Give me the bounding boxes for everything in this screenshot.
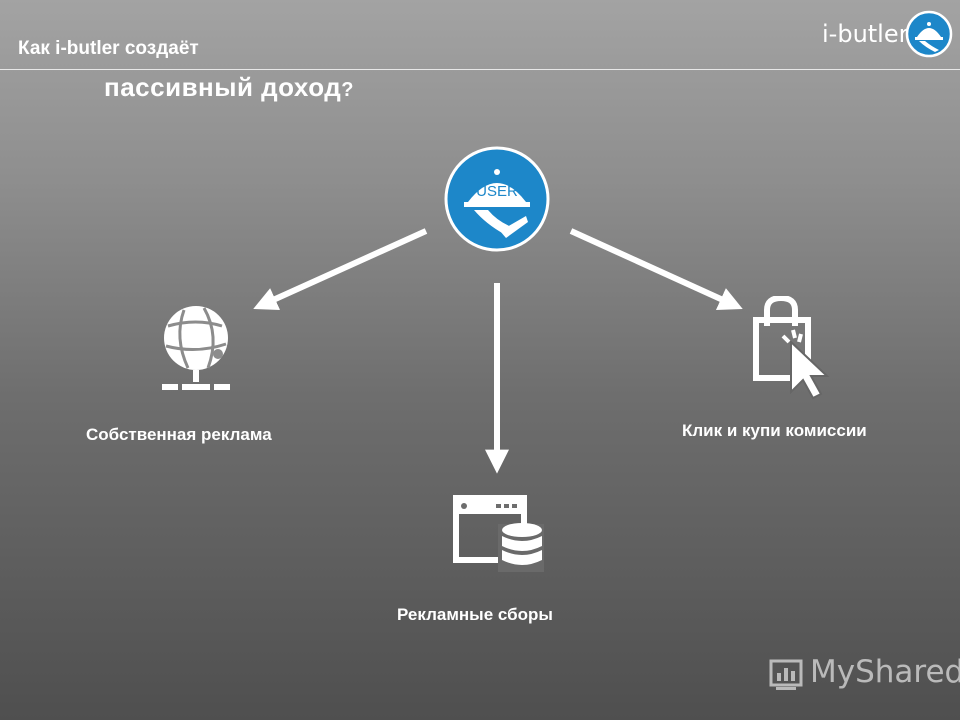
title-line2-text: пассивный доход (104, 72, 342, 102)
title-question-mark: ? (341, 79, 354, 101)
user-butler-icon: USER (444, 146, 550, 252)
shopping-bag-cursor-icon (753, 296, 830, 400)
slide-title-line1: Как i-butler создаёт (18, 38, 199, 59)
label-click-buy: Клик и купи комиссии (682, 421, 867, 440)
brand-name: i-butler (822, 20, 909, 48)
watermark-text: MyShared (810, 654, 960, 690)
label-own-ads: Собственная реклама (86, 425, 272, 444)
label-ad-fees: Рекламные сборы (397, 605, 553, 624)
arrow-to-own-ads (253, 228, 428, 311)
myshared-logo-icon (769, 659, 803, 690)
browser-database-icon (453, 495, 544, 572)
brand-logo-icon (905, 10, 953, 58)
slide-title-line2: пассивный доход? (104, 72, 354, 103)
header-divider (0, 69, 960, 70)
globe-network-icon (162, 306, 230, 390)
user-badge-text: USER (476, 183, 518, 200)
arrow-to-click-buy (569, 228, 743, 310)
